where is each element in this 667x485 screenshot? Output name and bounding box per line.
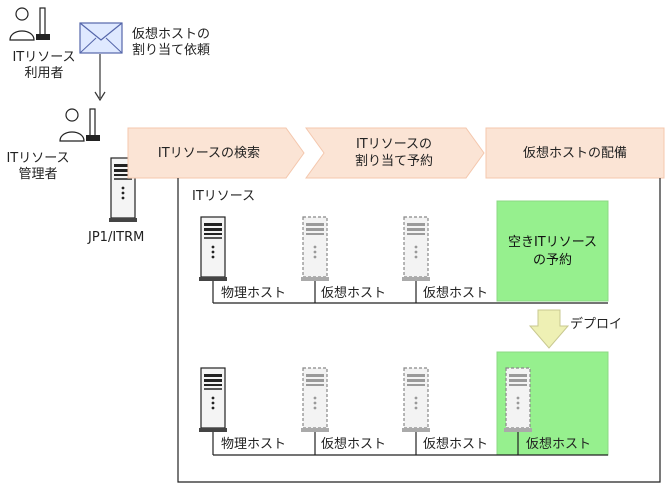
host-label: 物理ホスト — [221, 286, 287, 301]
step-deploy-label: 仮想ホストの配備 — [486, 145, 664, 162]
host-label: 仮想ホスト — [321, 437, 387, 452]
admin-label-line1: ITリソース — [6, 151, 70, 166]
request-label-line1: 仮想ホストの — [132, 27, 211, 42]
step-reserve-label: ITリソースの 割り当て予約 — [314, 136, 474, 170]
resource-frame — [177, 178, 661, 483]
step-deploy-line1: 仮想ホストの配備 — [522, 146, 627, 161]
resource-title: ITリソース — [192, 189, 256, 204]
physical-host-icon — [198, 216, 228, 282]
admin-label-line2: 管理者 — [18, 167, 58, 182]
network-line-top — [212, 281, 608, 304]
virtual-host-icon — [300, 367, 330, 433]
reserve-box-label: 空きITリソース の予約 — [497, 234, 608, 270]
step-search-shape — [127, 127, 305, 179]
physical-host-icon — [198, 367, 228, 433]
host-label: 仮想ホスト — [423, 286, 489, 301]
admin-person-icon — [59, 108, 101, 142]
step-deploy-shape — [485, 127, 665, 179]
network-line-bottom — [212, 432, 608, 456]
envelope-icon — [79, 22, 123, 54]
jp1-itrm-label: JP1/ITRM — [88, 230, 145, 245]
user-label-line1: ITリソース — [12, 50, 76, 65]
request-arrow — [94, 54, 106, 102]
deploy-arrow-icon — [528, 309, 570, 349]
step-reserve-line2: 割り当て予約 — [354, 154, 433, 169]
deploy-label: デプロイ — [570, 317, 623, 332]
virtual-host-icon — [401, 367, 431, 433]
virtual-host-icon — [401, 216, 431, 282]
user-label-line2: 利用者 — [24, 66, 64, 81]
reserve-box-line2: の予約 — [532, 253, 572, 268]
host-label: 仮想ホスト — [526, 437, 592, 452]
step-reserve-line1: ITリソースの — [355, 137, 433, 152]
host-label: 仮想ホスト — [423, 437, 489, 452]
admin-label: ITリソース 管理者 — [0, 151, 76, 183]
virtual-host-icon — [300, 216, 330, 282]
step-reserve-shape — [305, 127, 485, 179]
request-label-line2: 割り当て依頼 — [132, 43, 211, 58]
user-label: ITリソース 利用者 — [4, 50, 84, 82]
step-search-label: ITリソースの検索 — [128, 145, 290, 162]
reserve-box-line1: 空きITリソース — [507, 235, 598, 250]
host-label: 物理ホスト — [221, 437, 287, 452]
virtual-host-icon — [503, 367, 533, 433]
host-label: 仮想ホスト — [321, 286, 387, 301]
reserve-highlight — [496, 200, 609, 302]
user-person-icon — [9, 7, 51, 41]
request-label: 仮想ホストの 割り当て依頼 — [132, 27, 210, 59]
step-search-line1: ITリソースの検索 — [157, 146, 261, 161]
